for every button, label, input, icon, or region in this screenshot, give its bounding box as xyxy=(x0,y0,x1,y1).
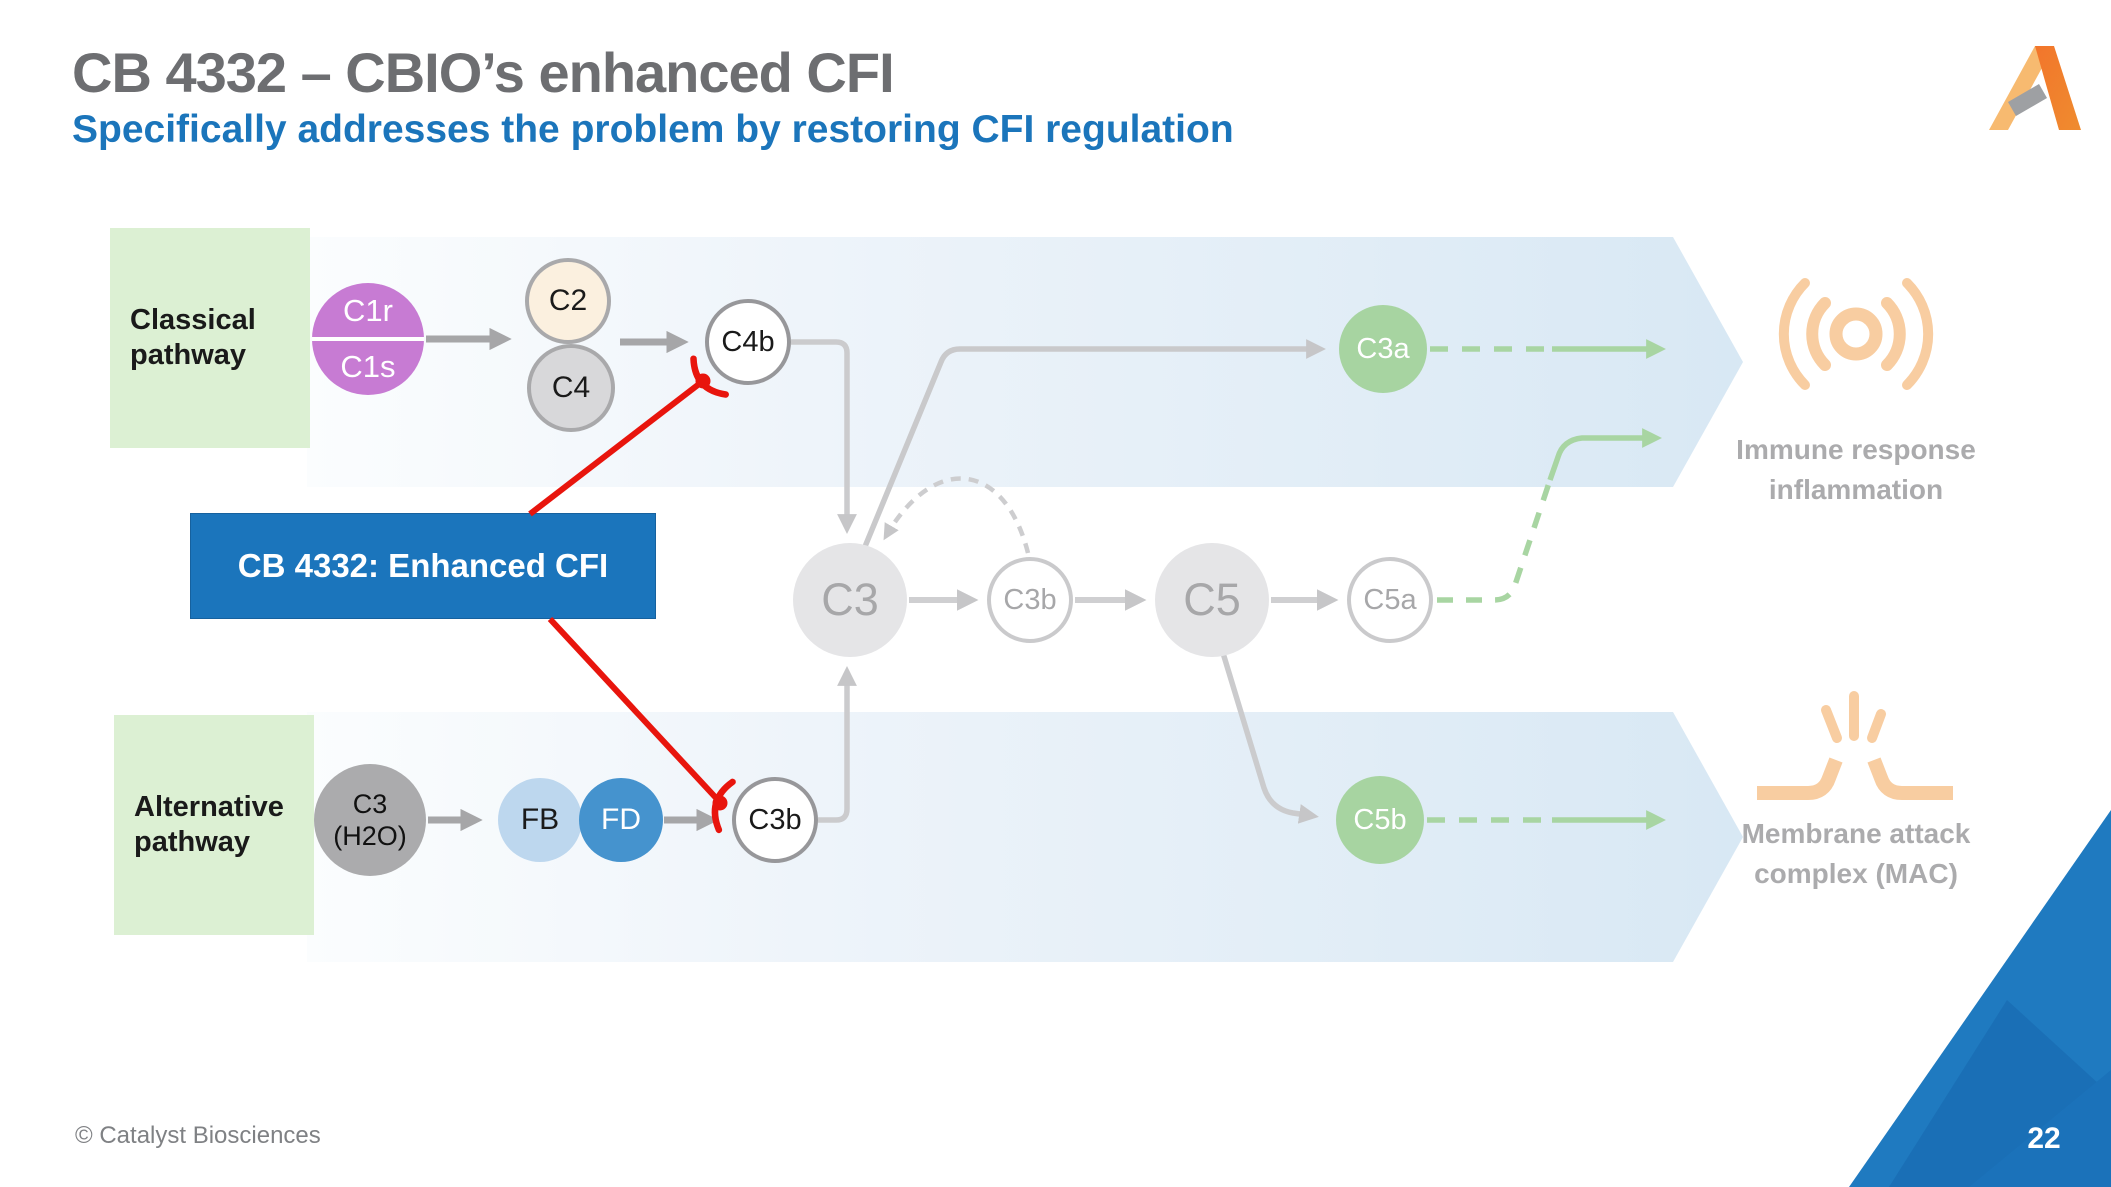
page-subtitle: Specifically addresses the problem by re… xyxy=(72,108,1234,151)
immune-caption-line1: Immune response xyxy=(1736,434,1976,465)
node-c1r-c1s: C1r C1s xyxy=(312,283,424,395)
signal-arc-outer-left xyxy=(1778,278,1810,390)
arrow-c5a-elbow-dashed xyxy=(1437,479,1553,603)
classical-pathway-label: Classical pathway xyxy=(110,228,310,448)
node-c4-label: C4 xyxy=(551,371,591,404)
node-c5b: C5b xyxy=(1336,776,1424,864)
node-c4b: C4b xyxy=(705,299,791,385)
page-number: 22 xyxy=(2027,1122,2061,1155)
membrane-left-wall xyxy=(1757,757,1843,800)
signal-arc-outer-right xyxy=(1902,278,1934,390)
copyright-text: © Catalyst Biosciences xyxy=(75,1122,321,1149)
node-c3: C3 xyxy=(793,543,907,657)
node-c5-label: C5 xyxy=(1183,574,1241,625)
immune-caption-line2: inflammation xyxy=(1768,474,1944,505)
c1-divider xyxy=(312,337,424,341)
node-c5a: C5a xyxy=(1347,557,1433,643)
cb4332-callout-label: CB 4332: Enhanced CFI xyxy=(237,547,609,584)
node-c3-h2o-line1: C3 xyxy=(352,789,388,819)
node-c3b-alt-label: C3b xyxy=(748,803,802,836)
immune-response-icon xyxy=(1778,278,1934,390)
logo-gray-fold xyxy=(2008,84,2047,116)
classical-pathway-band-arrow xyxy=(307,237,1743,487)
node-c1r-label: C1r xyxy=(343,293,393,328)
node-c3b-alternative: C3b xyxy=(732,777,818,863)
mac-caption: Membrane attack complex (MAC) xyxy=(1686,814,2026,894)
node-c2: C2 xyxy=(525,258,611,344)
node-c3a-label: C3a xyxy=(1356,332,1410,365)
node-c5a-label: C5a xyxy=(1363,583,1417,616)
node-c3-label: C3 xyxy=(821,574,879,625)
node-c1s-label: C1s xyxy=(340,349,396,384)
page-title: CB 4332 – CBIO’s enhanced CFI xyxy=(72,41,895,104)
logo-left-leg xyxy=(1989,46,2054,130)
node-c3b-mid-label: C3b xyxy=(1003,583,1057,616)
node-c3a: C3a xyxy=(1339,305,1427,393)
mac-caption-line1: Membrane attack xyxy=(1741,818,1971,849)
membrane-right-wall xyxy=(1867,757,1953,800)
burst-dash-right xyxy=(1867,709,1886,743)
amplification-loop-c3b-to-c3 xyxy=(883,476,1031,554)
node-c3-h2o-line2: (H2O) xyxy=(333,821,407,851)
signal-core xyxy=(1829,307,1883,361)
node-c3b-central: C3b xyxy=(987,557,1073,643)
node-fd-label: FD xyxy=(601,803,641,836)
alternative-pathway-label: Alternative pathway xyxy=(114,715,314,935)
immune-response-caption: Immune response inflammation xyxy=(1686,430,2026,510)
alternative-pathway-line1: Alternative xyxy=(134,791,284,823)
classical-pathway-line1: Classical xyxy=(130,304,256,336)
node-fb-label: FB xyxy=(520,803,560,836)
node-fb: FB xyxy=(498,778,582,862)
cb4332-callout: CB 4332: Enhanced CFI xyxy=(190,513,656,619)
mac-caption-line2: complex (MAC) xyxy=(1754,858,1958,889)
burst-dash-left xyxy=(1821,705,1842,743)
membrane-attack-complex-icon xyxy=(1757,691,1953,800)
signal-arc-inner-right xyxy=(1881,297,1906,371)
signal-arc-inner-left xyxy=(1806,297,1831,371)
logo-right-leg xyxy=(2035,46,2081,130)
catalyst-logo-icon xyxy=(1989,46,2081,130)
node-c4b-label: C4b xyxy=(721,325,775,358)
node-c5b-label: C5b xyxy=(1353,803,1407,836)
node-fd: FD xyxy=(579,778,663,862)
node-c4: C4 xyxy=(527,344,615,432)
node-c5: C5 xyxy=(1155,543,1269,657)
corner-triangle-shade1 xyxy=(1889,1000,2111,1187)
node-c3-h2o: C3 (H2O) xyxy=(314,764,426,876)
classical-pathway-line2: pathway xyxy=(130,339,247,371)
alternative-pathway-line2: pathway xyxy=(134,826,251,858)
node-c2-label: C2 xyxy=(548,284,588,317)
